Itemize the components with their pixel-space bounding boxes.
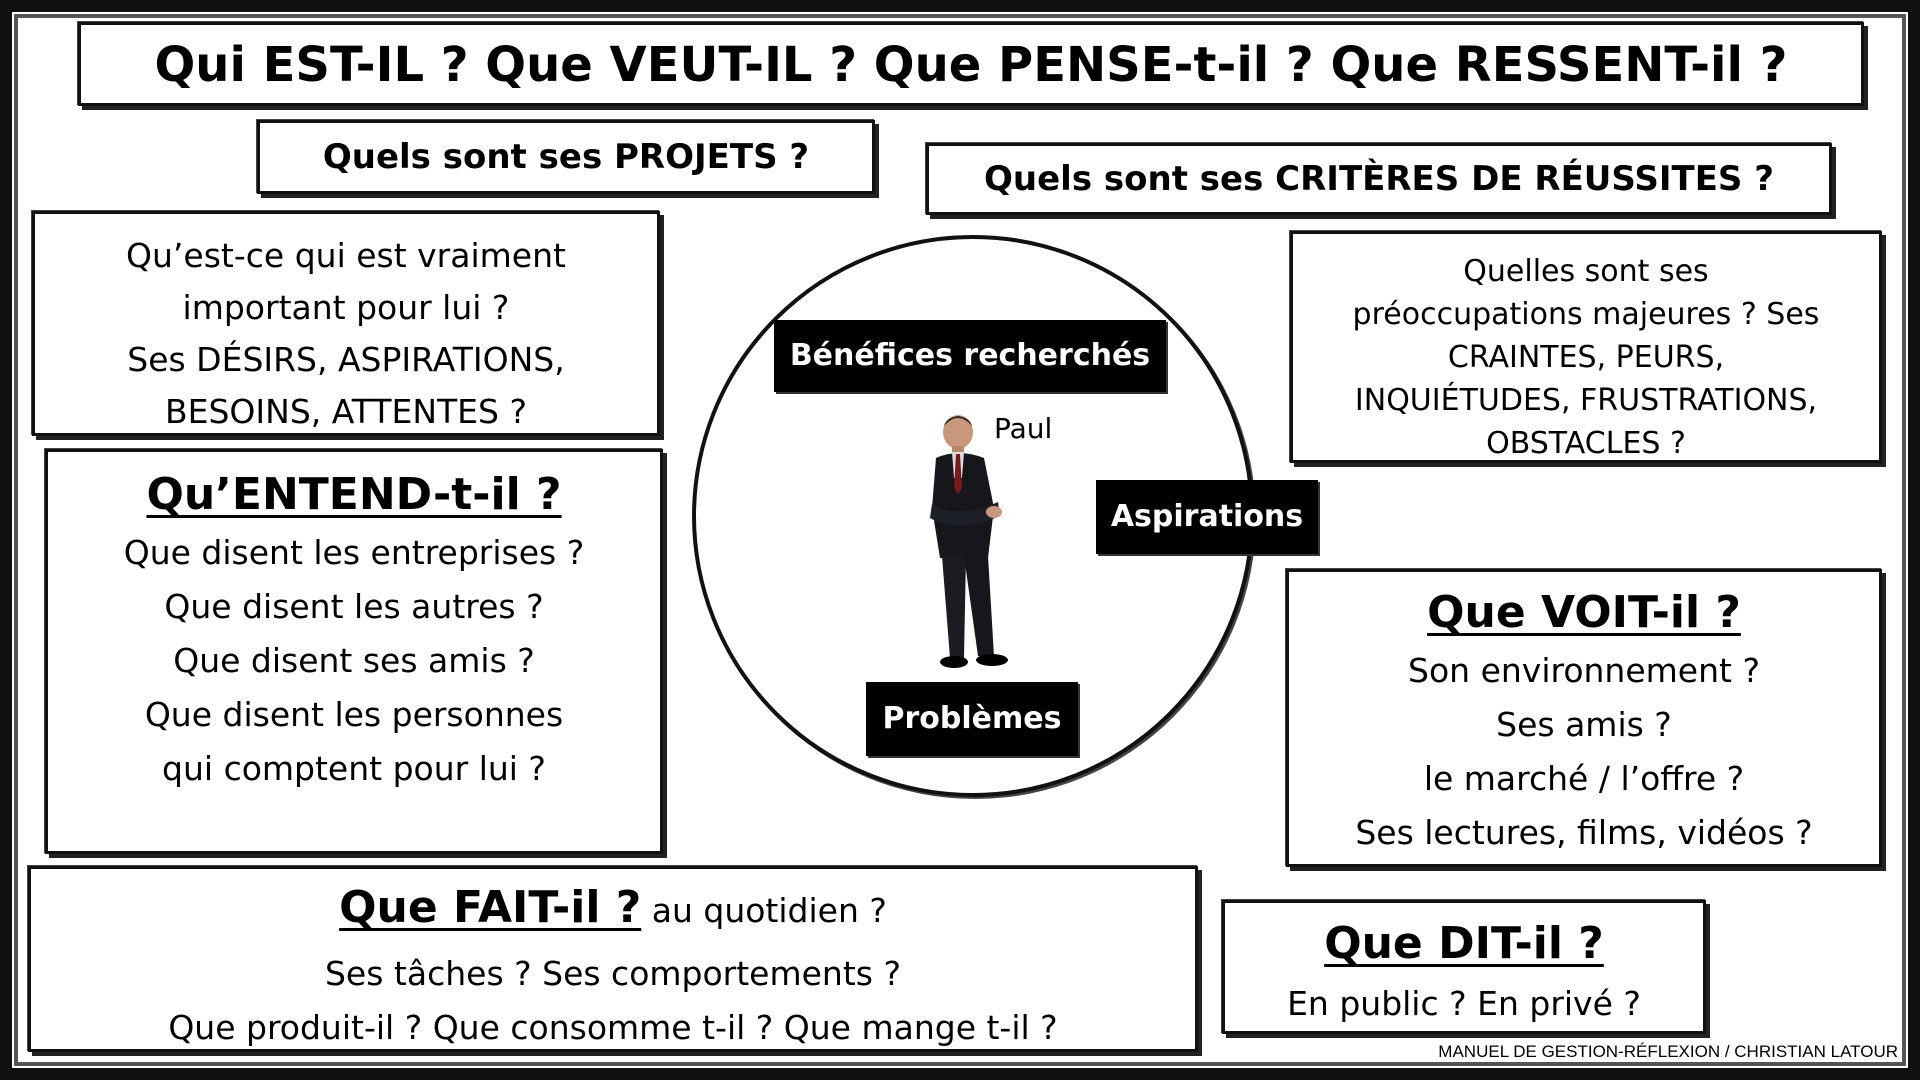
preoccupations-line-1: Quelles sont ses xyxy=(1463,254,1709,289)
fait-box: Que FAIT-il ? au quotidien ? Ses tâches … xyxy=(28,866,1198,1052)
fait-heading-suffix: au quotidien ? xyxy=(641,891,887,930)
dit-box: Que DIT-il ? En public ? En privé ? xyxy=(1222,900,1706,1034)
fait-heading-row: Que FAIT-il ? au quotidien ? xyxy=(31,877,1195,946)
voit-heading: Que VOIT-il ? xyxy=(1427,587,1741,638)
entend-line-2: Que disent les autres ? xyxy=(164,587,544,626)
preoccupations-line-4: INQUIÉTUDES, FRUSTRATIONS, xyxy=(1354,383,1818,418)
criteres-box: Quels sont ses CRITÈRES DE RÉUSSITES ? xyxy=(926,143,1832,215)
fait-heading: Que FAIT-il ? xyxy=(339,882,642,933)
fait-line-1: Ses tâches ? Ses comportements ? xyxy=(324,954,901,993)
fait-line-2: Que produit-il ? Que consomme t-il ? Que… xyxy=(168,1008,1058,1047)
tag-problemes: Problèmes xyxy=(866,682,1078,756)
credit-text: MANUEL DE GESTION-RÉFLEXION / CHRISTIAN … xyxy=(1438,1042,1898,1061)
important-line-3: Ses DÉSIRS, ASPIRATIONS, xyxy=(127,340,565,379)
voit-line-3: le marché / l’offre ? xyxy=(1423,759,1745,798)
voit-line-1: Son environnement ? xyxy=(1408,651,1760,690)
entend-line-3: Que disent ses amis ? xyxy=(173,641,535,680)
page-title: Qui EST-IL ? Que VEUT-IL ? Que PENSE-t-i… xyxy=(154,37,1788,93)
tag-aspirations: Aspirations xyxy=(1096,480,1318,554)
preoccupations-line-5: OBSTACLES ? xyxy=(1486,426,1686,461)
tag-benefices: Bénéfices recherchés xyxy=(774,320,1166,392)
voit-box: Que VOIT-il ? Son environnement ? Ses am… xyxy=(1286,569,1882,867)
important-line-2: important pour lui ? xyxy=(182,288,510,327)
person-name: Paul xyxy=(994,412,1053,445)
important-line-1: Qu’est-ce qui est vraiment xyxy=(126,236,566,275)
preoccupations-box: Quelles sont ses préoccupations majeures… xyxy=(1290,231,1882,463)
entend-line-1: Que disent les entreprises ? xyxy=(123,533,585,572)
businessman-icon xyxy=(930,415,1008,668)
dit-heading: Que DIT-il ? xyxy=(1324,918,1604,969)
preoccupations-line-3: CRAINTES, PEURS, xyxy=(1447,340,1725,375)
dit-line: En public ? En privé ? xyxy=(1287,984,1641,1023)
important-box: Qu’est-ce qui est vraiment important pou… xyxy=(32,211,660,436)
voit-line-4: Ses lectures, films, vidéos ? xyxy=(1355,813,1813,852)
criteres-question: Quels sont ses CRITÈRES DE RÉUSSITES ? xyxy=(984,159,1774,199)
projets-question: Quels sont ses PROJETS ? xyxy=(322,137,810,177)
entend-box: Qu’ENTEND-t-il ? Que disent les entrepri… xyxy=(45,449,663,854)
entend-heading: Qu’ENTEND-t-il ? xyxy=(146,469,562,520)
entend-line-4: Que disent les personnes xyxy=(144,695,564,734)
projets-box: Quels sont ses PROJETS ? xyxy=(257,120,875,194)
title-box: Qui EST-IL ? Que VEUT-IL ? Que PENSE-t-i… xyxy=(78,22,1864,106)
voit-line-2: Ses amis ? xyxy=(1496,705,1672,744)
important-line-4: BESOINS, ATTENTES ? xyxy=(164,392,527,431)
entend-line-5: qui comptent pour lui ? xyxy=(162,749,546,788)
preoccupations-line-2: préoccupations majeures ? Ses xyxy=(1352,297,1820,332)
